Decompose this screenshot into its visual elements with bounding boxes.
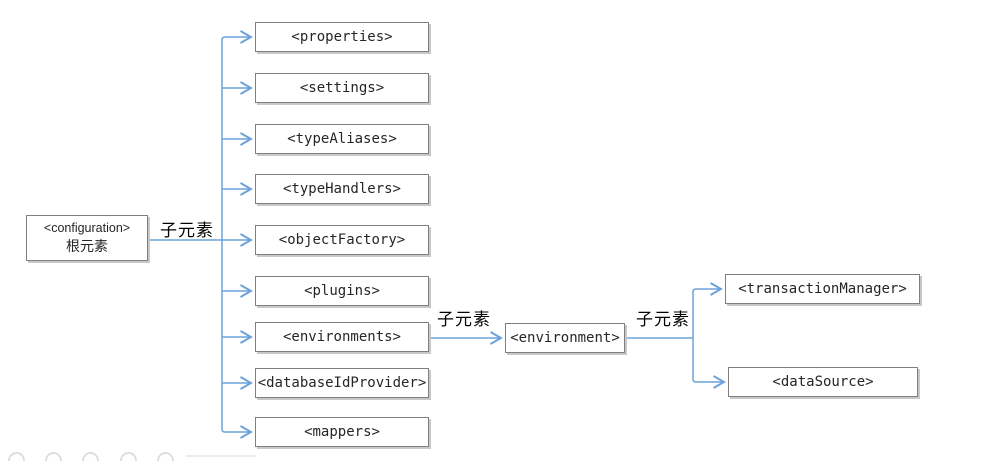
- watermark-line: [186, 455, 256, 457]
- node-database-id-provider: <databaseIdProvider>: [255, 368, 429, 398]
- node-transaction-manager: <transactionManager>: [725, 274, 920, 304]
- node-properties: <properties>: [255, 22, 429, 52]
- edge-label-environments-child: 子元素: [437, 310, 491, 330]
- watermark-arc: [120, 452, 137, 461]
- node-type-handlers: <typeHandlers>: [255, 174, 429, 204]
- watermark-arc: [8, 452, 25, 461]
- edge-label-root-children: 子元素: [160, 221, 214, 241]
- node-object-factory: <objectFactory>: [255, 225, 429, 255]
- watermark-arc: [157, 452, 174, 461]
- node-environment: <environment>: [505, 323, 625, 353]
- node-mappers: <mappers>: [255, 417, 429, 447]
- watermark-arc: [82, 452, 99, 461]
- node-plugins: <plugins>: [255, 276, 429, 306]
- node-data-source: <dataSource>: [728, 367, 918, 397]
- watermark-arc: [45, 452, 62, 461]
- node-configuration-tag: <configuration>: [43, 220, 131, 235]
- edge-label-environment-children: 子元素: [636, 310, 690, 330]
- node-environments: <environments>: [255, 322, 429, 352]
- node-configuration-subtitle: 根元素: [66, 238, 108, 255]
- node-configuration: <configuration> 根元素: [26, 215, 148, 261]
- node-type-aliases: <typeAliases>: [255, 124, 429, 154]
- node-settings: <settings>: [255, 73, 429, 103]
